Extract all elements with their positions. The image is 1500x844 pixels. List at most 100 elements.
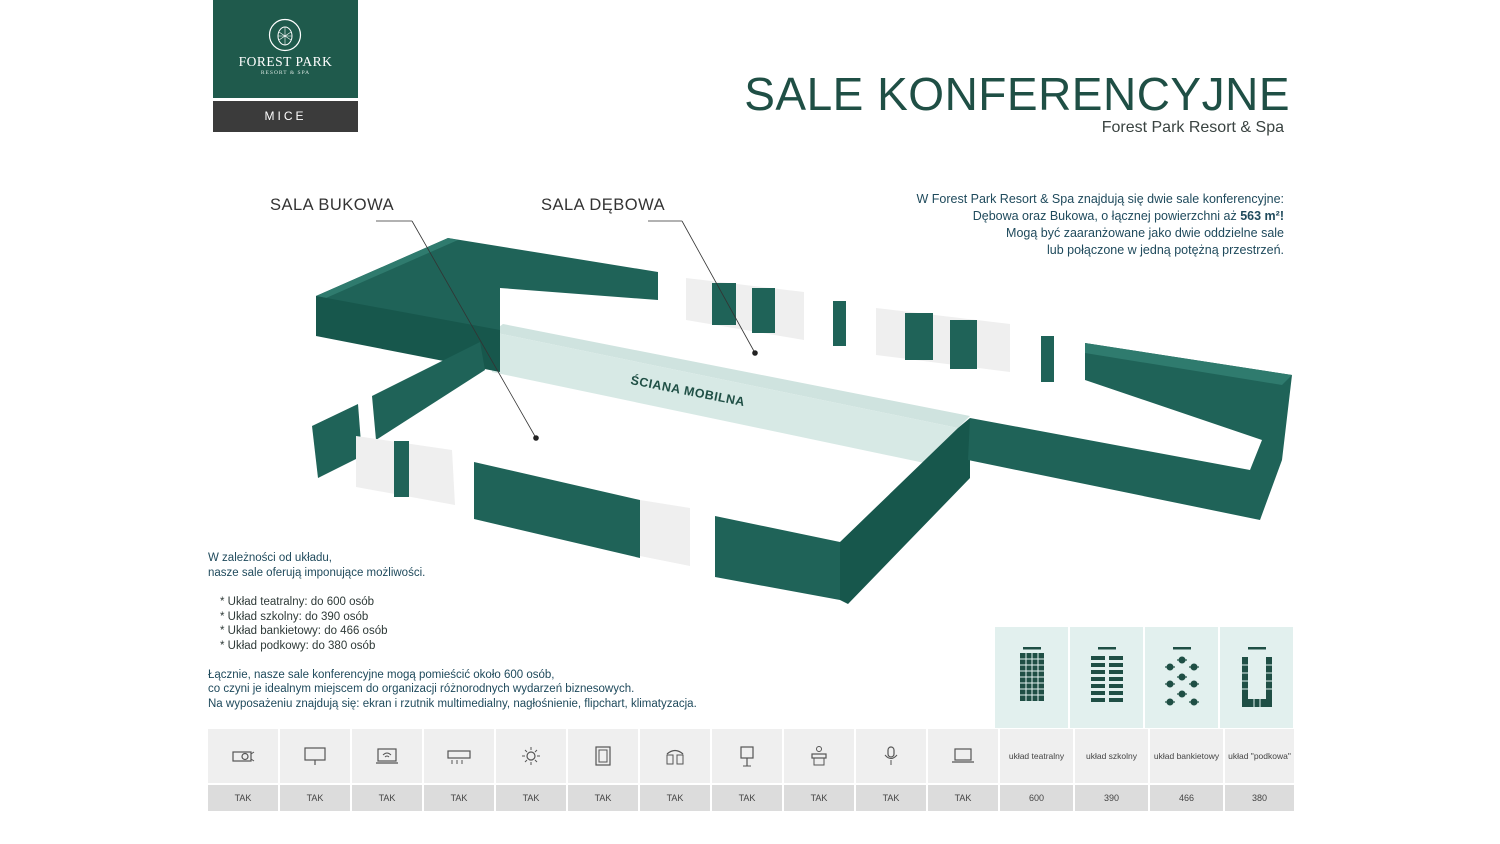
pillar (950, 320, 977, 369)
wall (312, 404, 362, 478)
pillar (1041, 336, 1054, 382)
banquet-layout-icon (1165, 647, 1199, 706)
wall (372, 342, 485, 440)
room-label-bukowa: SALA BUKOWA (270, 196, 394, 214)
flipchart-icon (740, 746, 754, 767)
pillar (712, 283, 736, 325)
mobile-wall (492, 324, 970, 428)
equipment-header (928, 729, 998, 783)
layout-cell-banquet (1145, 627, 1218, 728)
equipment-table: układ teatralny układ szkolny układ bank… (208, 729, 1294, 811)
pillar (394, 441, 409, 497)
intro-line: Dębowa oraz Bukowa, o łącznej powierzchn… (844, 208, 1284, 225)
wall (715, 516, 840, 600)
room-marker (533, 435, 539, 441)
room-leader-line (411, 220, 537, 439)
equipment-value: TAK (496, 785, 566, 811)
room-marker (752, 350, 758, 356)
equipment-value: TAK (424, 785, 494, 811)
logo-brand-name: FOREST PARK (238, 54, 333, 69)
info-lead: nasze sale oferują imponujące możliwości… (208, 566, 426, 579)
equipment-header (496, 729, 566, 783)
door-opening (876, 308, 1010, 372)
page-subtitle: Forest Park Resort & Spa (1101, 119, 1284, 136)
layout-cell-school (1070, 627, 1143, 728)
layout-cell-theatre (995, 627, 1068, 728)
equipment-value: TAK (712, 785, 782, 811)
capacity-item: * Układ podkowy: do 380 osób (220, 639, 376, 652)
equipment-header (640, 729, 710, 783)
layout-name-school: układ szkolny (1075, 729, 1148, 783)
room-label-debowa: SALA DĘBOWA (541, 196, 665, 214)
equipment-header (352, 729, 422, 783)
wall (840, 418, 970, 604)
equipment-value: TAK (640, 785, 710, 811)
info-summary: Łącznie, nasze sale konferencyjne mogą p… (208, 668, 555, 681)
logo-tagline: RESORT & SPA (260, 70, 311, 76)
capacity-item: * Układ szkolny: do 390 osób (220, 610, 369, 623)
audio-icon (666, 749, 684, 765)
equipment-header (784, 729, 854, 783)
capacity-value-theatre: 600 (1000, 785, 1073, 811)
layout-diagrams (995, 627, 1294, 728)
air-conditioning-icon (447, 750, 471, 764)
capacity-value-school: 390 (1075, 785, 1148, 811)
layout-name-horseshoe: układ "podkowa" (1225, 729, 1294, 783)
wall-top (1085, 343, 1292, 385)
equipment-header (208, 729, 278, 783)
pillar (905, 313, 933, 360)
info-lead: W zależności od układu, (208, 552, 333, 564)
capacity-item: * Układ bankietowy: do 466 osób (220, 625, 388, 638)
capacity-value-banquet: 466 (1150, 785, 1223, 811)
equipment-header (712, 729, 782, 783)
pillar (752, 288, 775, 333)
equipment-header (856, 729, 926, 783)
door-opening (640, 500, 690, 566)
logo-panel: FOREST PARK RESORT & SPA (213, 0, 358, 98)
daylight-icon (522, 747, 540, 765)
equipment-value: TAK (856, 785, 926, 811)
pinecone-emblem-icon (268, 18, 302, 52)
wall-top (316, 238, 458, 298)
equipment-header (424, 729, 494, 783)
mobile-wall-face (492, 332, 958, 470)
capacity-info: W zależności od układu, nasze sale oferu… (208, 551, 768, 711)
wifi-icon (376, 748, 398, 764)
logo-section-label: MICE (213, 101, 358, 132)
info-summary: co czyni je idealnym miejscem do organiz… (208, 683, 635, 696)
wall-face (316, 296, 500, 372)
equipment-value: TAK (280, 785, 350, 811)
layout-name-theatre: układ teatralny (1000, 729, 1073, 783)
room-leader-line (681, 220, 756, 354)
capacity-value-horseshoe: 380 (1225, 785, 1294, 811)
intro-line: W Forest Park Resort & Spa znajdują się … (916, 192, 1284, 206)
pillar (833, 301, 846, 346)
capacity-item: * Układ teatralny: do 600 osób (220, 596, 375, 609)
lectern-icon (811, 746, 827, 766)
horseshoe-layout-icon (1242, 647, 1272, 707)
laptop-icon (952, 748, 974, 763)
equipment-value: TAK (928, 785, 998, 811)
capacity-list: * Układ teatralny: do 600 osób * Układ s… (208, 595, 768, 653)
projector-icon (232, 751, 255, 762)
total-area: 563 m²! (1240, 209, 1284, 223)
equipment-header (568, 729, 638, 783)
microphone-icon (884, 746, 898, 765)
school-layout-icon (1091, 647, 1123, 702)
layout-name-banquet: układ bankietowy (1150, 729, 1223, 783)
equipment-value: TAK (784, 785, 854, 811)
wall (474, 462, 640, 558)
equipment-value: TAK (352, 785, 422, 811)
intro-text: Dębowa oraz Bukowa, o łącznej powierzchn… (972, 209, 1241, 223)
brand-logo: FOREST PARK RESORT & SPA MICE (213, 0, 358, 132)
page-title: SALE KONFERENCYJNE (744, 68, 1290, 120)
wall (968, 343, 1292, 520)
theatre-layout-icon (1020, 647, 1044, 701)
layout-cell-horseshoe (1220, 627, 1293, 728)
screen-icon (304, 747, 326, 765)
door-opening (686, 278, 804, 340)
window-icon (595, 746, 611, 766)
info-summary: Na wyposażeniu znajdują się: ekran i rzu… (208, 697, 697, 710)
equipment-value: TAK (568, 785, 638, 811)
